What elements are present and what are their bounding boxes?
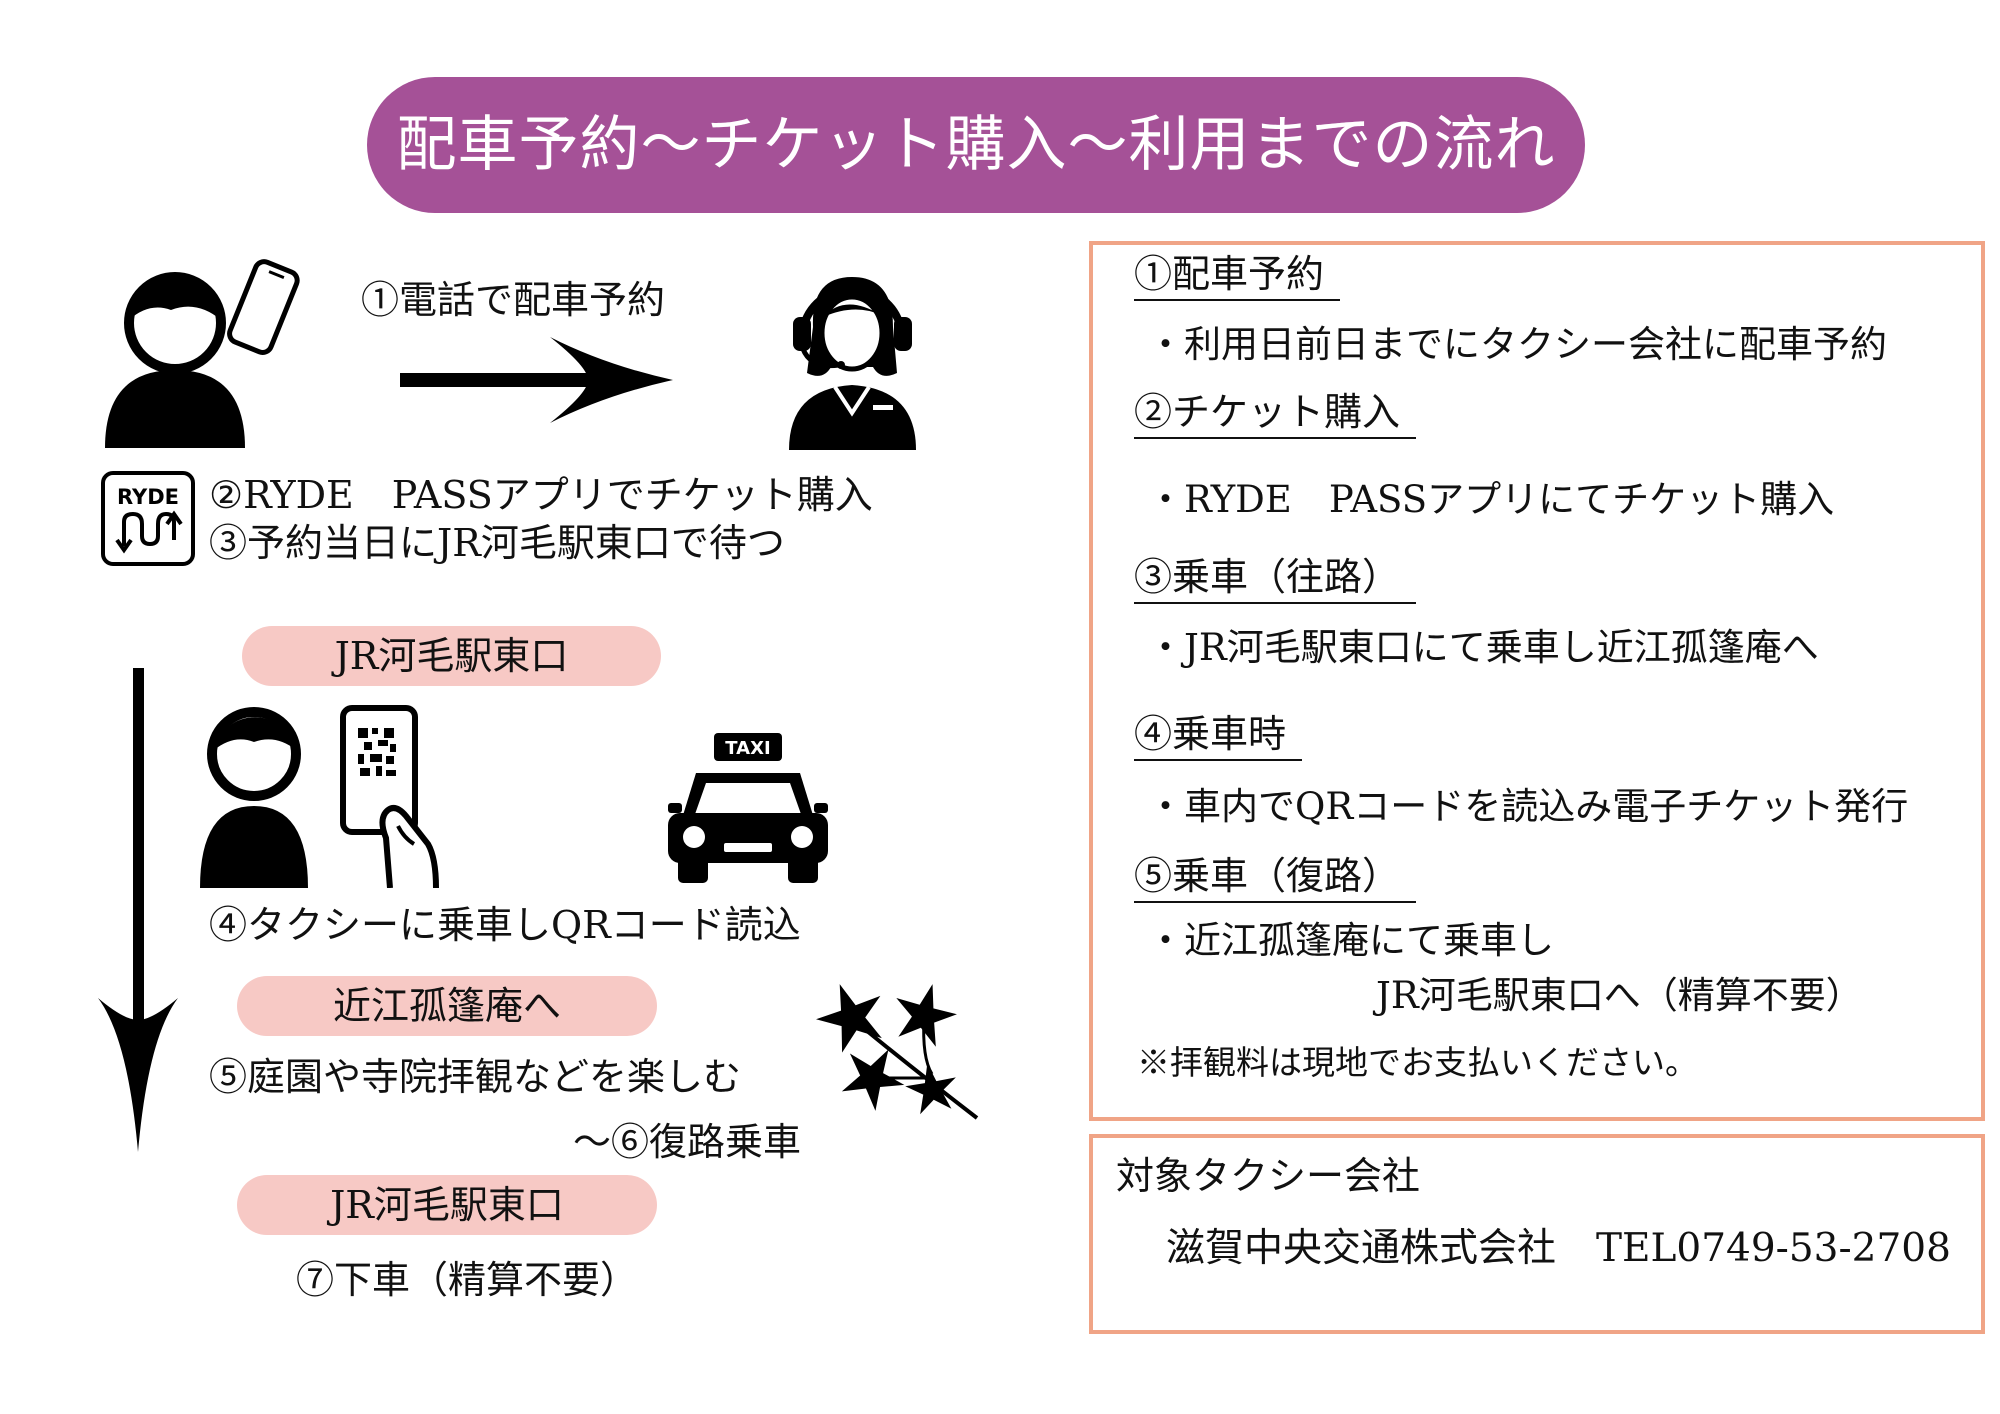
pickup-station-pill: JR河毛駅東口 <box>242 626 661 686</box>
taxi-icon: TAXI <box>668 733 828 883</box>
step4-label: ④タクシーに乗車しQRコード読込 <box>209 903 801 947</box>
ryde-app-icon: RYDE <box>101 471 195 566</box>
arrow-down-icon <box>98 668 178 1152</box>
section-line: ・RYDE PASSアプリにてチケット購入 <box>1147 478 1835 521</box>
section-line: ・近江孤篷庵にて乗車し <box>1147 919 1554 962</box>
arrow-right-icon <box>400 337 673 423</box>
person-scanning-qr-icon <box>200 705 439 888</box>
step2-label: ②RYDE PASSアプリでチケット購入 <box>209 473 873 517</box>
section-line: ・車内でQRコードを読込み電子チケット発行 <box>1147 785 1909 828</box>
step3-label: ③予約当日にJR河毛駅東口で待つ <box>209 521 785 565</box>
company-info: 滋賀中央交通株式会社 TEL0749-53-2708 <box>1166 1224 1951 1274</box>
section-heading-reservation: ①配車予約 <box>1134 251 1341 301</box>
ryde-logo-text: RYDE <box>117 485 179 509</box>
page-title: 配車予約～チケット購入～利用までの流れ <box>367 77 1585 213</box>
section-line: ・利用日前日までにタクシー会社に配車予約 <box>1147 323 1887 366</box>
step7-label: ⑦下車（精算不要） <box>296 1258 639 1302</box>
destination-pill: 近江孤篷庵へ <box>237 976 657 1036</box>
step5-label: ⑤庭園や寺院拝観などを楽しむ <box>209 1055 742 1099</box>
company-panel <box>1089 1134 1985 1334</box>
company-heading: 対象タクシー会社 <box>1116 1154 1421 1198</box>
company-phone: TEL0749-53-2708 <box>1596 1226 1951 1271</box>
maple-leaves-icon <box>816 984 979 1120</box>
section-heading-return: ⑤乗車（復路） <box>1134 853 1417 903</box>
step1-label: ①電話で配車予約 <box>361 278 666 322</box>
details-panel <box>1089 241 1985 1121</box>
person-with-phone-icon <box>105 259 300 448</box>
section-line: JR河毛駅東口へ（精算不要） <box>1376 974 1863 1017</box>
maple-leaf <box>816 984 882 1053</box>
section-line: ・JR河毛駅東口にて乗車し近江孤篷庵へ <box>1147 626 1819 669</box>
company-name: 滋賀中央交通株式会社 <box>1166 1226 1557 1271</box>
section-heading-ticket: ②チケット購入 <box>1134 389 1417 439</box>
maple-leaf <box>905 1063 956 1115</box>
step6-label: ～⑥復路乗車 <box>573 1120 802 1164</box>
operator-headset-icon <box>789 277 916 450</box>
qr-code-icon <box>358 728 396 776</box>
maple-leaf <box>841 1049 905 1111</box>
admission-note: ※拝観料は現地でお支払いください。 <box>1137 1043 1698 1082</box>
maple-leaf <box>896 984 957 1047</box>
taxi-sign-text: TAXI <box>725 738 770 759</box>
section-heading-boarding: ④乗車時 <box>1134 711 1303 761</box>
return-station-pill: JR河毛駅東口 <box>237 1175 657 1235</box>
section-heading-outbound: ③乗車（往路） <box>1134 554 1417 604</box>
